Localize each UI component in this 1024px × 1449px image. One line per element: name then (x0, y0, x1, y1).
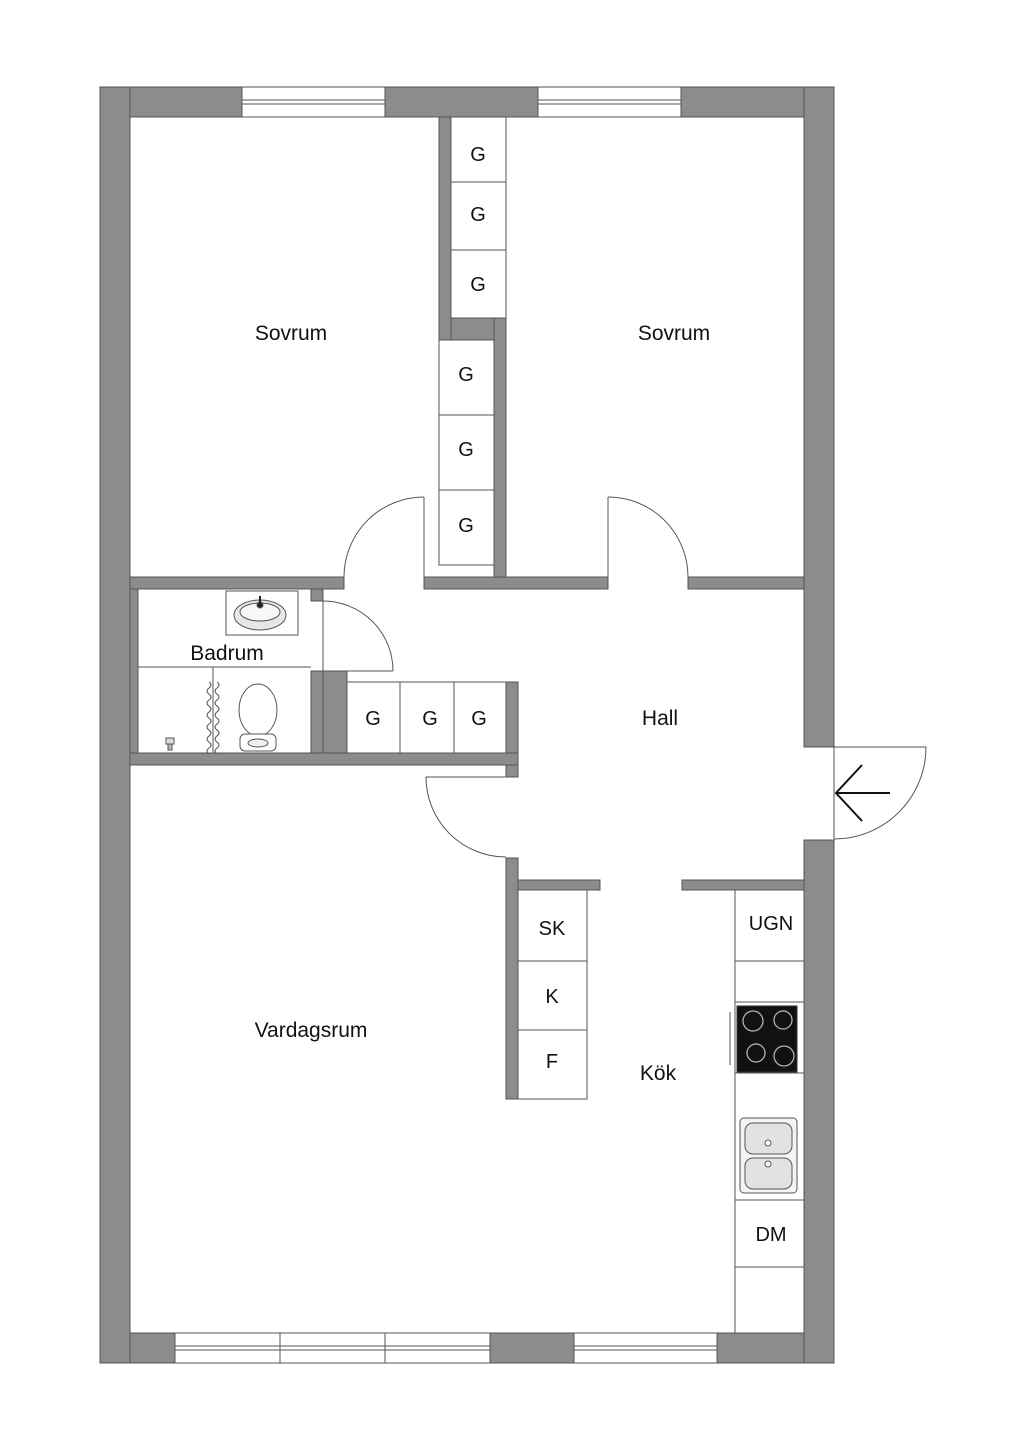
wardrobe-cell (450, 249, 507, 319)
wardrobe-label: G (470, 204, 486, 226)
wardrobe-cell (450, 181, 507, 251)
window-bottom-right (573, 1332, 718, 1364)
wardrobe-labels-upper: G G G G G G (458, 144, 486, 537)
kitchen-tall-units (517, 889, 588, 1100)
hob-icon (729, 1005, 798, 1073)
wardrobe-label: G (365, 708, 381, 730)
kitchen-counter (734, 889, 805, 1334)
kitchen-sink-icon (739, 1117, 798, 1194)
door-bedroom-right (607, 496, 689, 578)
room-label-bedroom-left: Sovrum (255, 322, 327, 345)
windows (174, 86, 718, 1364)
interior-walls (129, 116, 805, 1100)
wardrobe-labels-hall: G G G (365, 708, 487, 730)
wardrobe-label: G (470, 274, 486, 296)
door-living-room (425, 776, 507, 858)
room-label-bedroom-right: Sovrum (638, 322, 710, 345)
wardrobes-hall (346, 681, 507, 754)
wardrobe-cell (438, 489, 495, 566)
wardrobe-cell (453, 681, 507, 754)
room-label-kitchen: Kök (640, 1062, 677, 1085)
wardrobes-upper (438, 116, 507, 566)
freezer-label: F (546, 1051, 558, 1073)
floor-drain-icon (165, 737, 175, 751)
bathroom-fixtures (138, 590, 311, 755)
dishwasher-label: DM (755, 1224, 786, 1246)
room-label-hall: Hall (642, 707, 678, 730)
wardrobe-cell (399, 681, 455, 754)
wardrobe-label: G (471, 708, 487, 730)
wardrobe-cell (438, 339, 495, 416)
toilet-icon (238, 683, 278, 752)
room-label-bathroom: Badrum (190, 642, 264, 665)
wardrobe-label: G (458, 364, 474, 386)
washbasin-icon (225, 590, 299, 636)
broom-closet-label: SK (539, 918, 566, 940)
doors (322, 496, 927, 858)
wardrobe-label: G (458, 515, 474, 537)
fridge-label: K (545, 986, 559, 1008)
entrance-arrow-icon (834, 764, 890, 822)
door-entrance (833, 746, 927, 840)
door-bedroom-left (343, 496, 425, 578)
room-labels: Sovrum Sovrum Badrum Hall Vardagsrum Kök (190, 322, 710, 1085)
wardrobe-cell (346, 681, 401, 754)
room-label-living-room: Vardagsrum (255, 1019, 368, 1042)
window-top-right (537, 86, 682, 118)
window-top-left (241, 86, 386, 118)
radiator-icon (206, 681, 220, 755)
wardrobe-label: G (458, 439, 474, 461)
oven-label: UGN (749, 913, 793, 935)
wardrobe-cell (438, 414, 495, 491)
wardrobe-label: G (470, 144, 486, 166)
window-bottom-left (174, 1332, 491, 1364)
wardrobe-label: G (422, 708, 438, 730)
door-bathroom (322, 600, 394, 672)
